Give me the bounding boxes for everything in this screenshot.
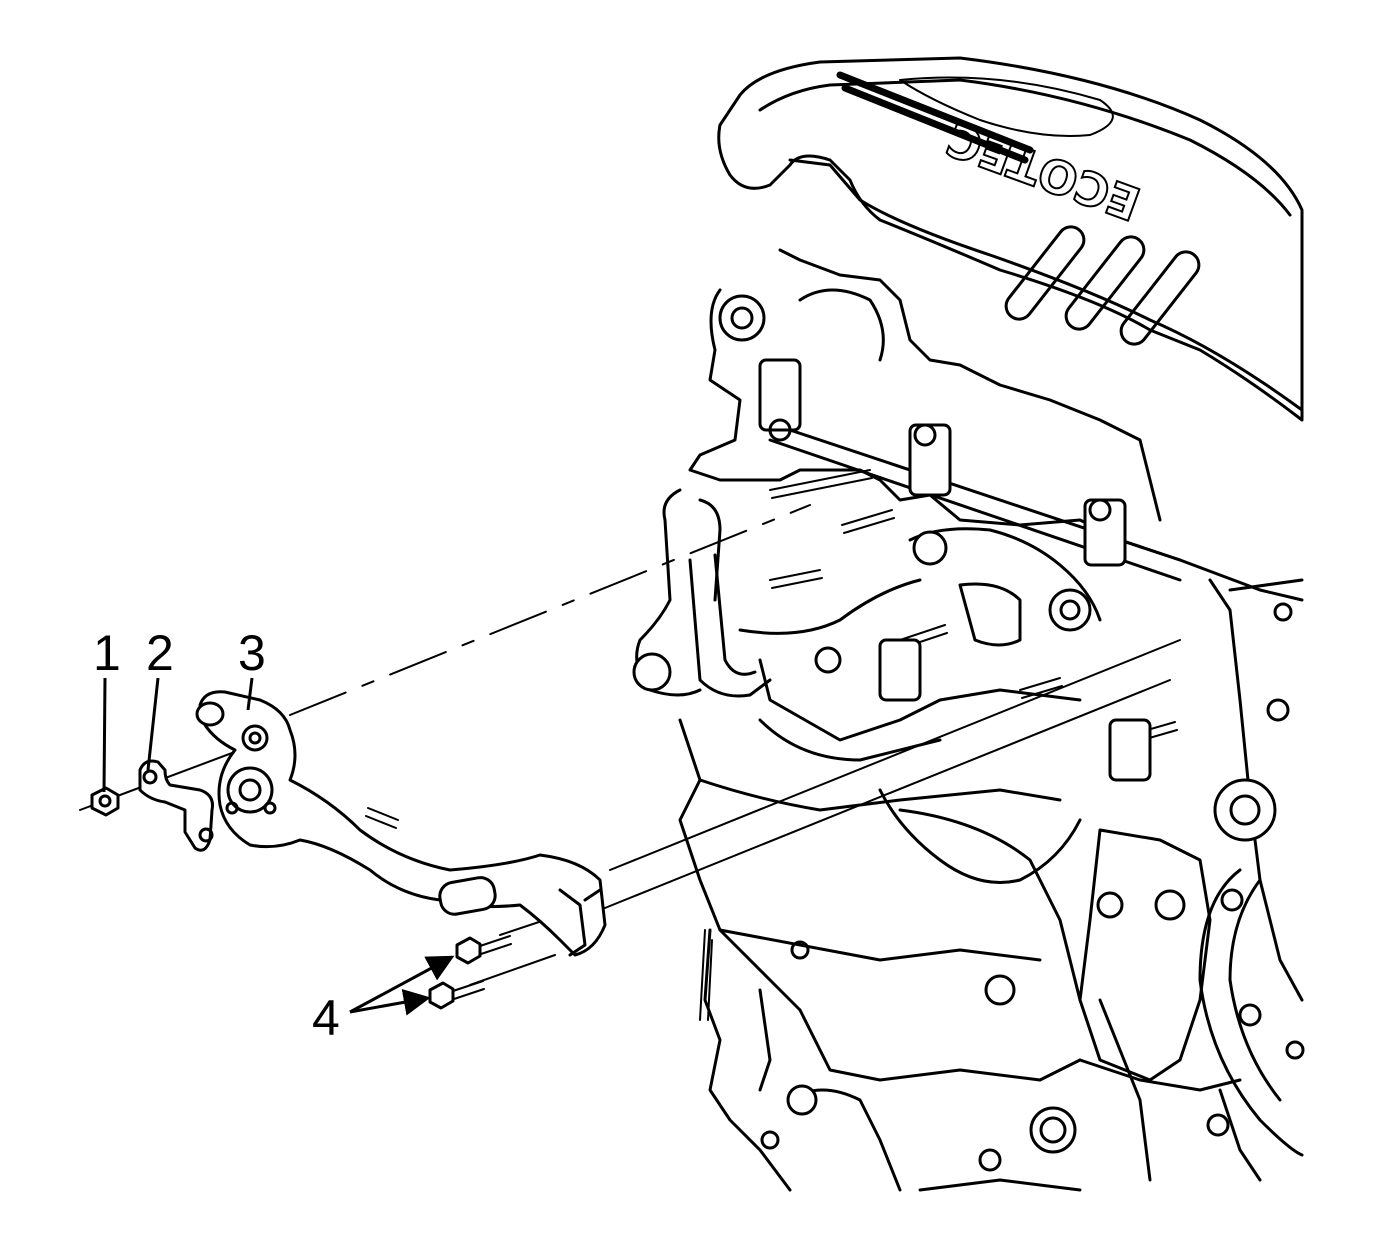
callout-4-leader-a [349,955,455,1014]
oil-pan-lower-block [699,928,1242,1192]
parts [90,690,607,1010]
bolts-part-4 [428,935,512,1010]
callout-labels: 1 2 3 4 [93,625,455,1046]
callout-2: 2 [146,625,174,681]
callout-1: 1 [93,625,121,681]
nut-part-1 [90,786,120,817]
engine-block-upper [688,248,1304,602]
callout-3-leader [246,677,254,711]
mounting-tab-part-2 [138,759,214,852]
callout-3: 3 [238,625,266,681]
callout-2-leader [146,677,160,771]
engine-assembly: ECOTEC [632,56,1305,1192]
callout-1-leader [102,677,107,793]
timing-cover-and-pulley [1078,578,1305,1182]
engine-cover: ECOTEC [717,56,1304,422]
pipes-and-manifold [632,488,1102,762]
alignment-lines [79,504,1181,986]
callout-4-leader-b [349,989,431,1016]
bracket-part-3 [195,690,607,957]
engine-block-middle [678,638,1152,1012]
callout-4: 4 [312,990,340,1046]
